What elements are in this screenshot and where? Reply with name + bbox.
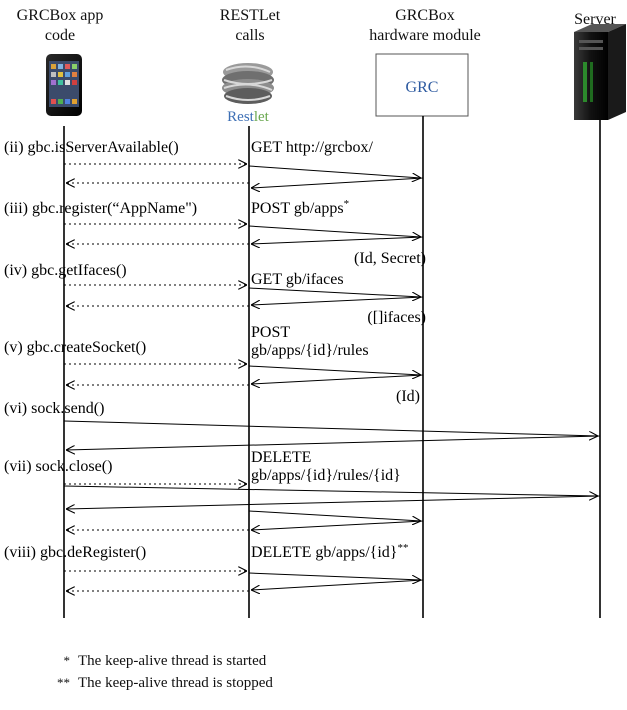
step-viii-http-request-arrow bbox=[248, 572, 421, 580]
step-vii-close-reply-arrow bbox=[66, 495, 601, 509]
footnote-2-text: The keep-alive thread is stopped bbox=[78, 675, 273, 691]
step-iii-label: (iii) gbc.register(“AppName") bbox=[4, 200, 197, 217]
step-iii-http-response-arrow bbox=[251, 236, 424, 244]
footnote-1-text: The keep-alive thread is started bbox=[78, 653, 267, 669]
footnote-2: ** The keep-alive thread is stopped bbox=[46, 672, 273, 694]
grc-box-label: GRC bbox=[406, 79, 439, 96]
restlet-logo-text: Restlet bbox=[227, 109, 269, 125]
step-iii-http-request-arrow bbox=[248, 225, 421, 237]
step-vii-http-request-arrow bbox=[248, 510, 421, 521]
restlet-logo-text-let: let bbox=[254, 109, 270, 125]
step-ii-call: GET http://grcbox/ bbox=[251, 139, 373, 156]
step-v-http-request-arrow bbox=[248, 365, 421, 375]
step-vii-http-response-arrow bbox=[251, 520, 424, 530]
step-v-call-line1: POST bbox=[251, 324, 290, 341]
step-vii-close-arrow bbox=[63, 485, 598, 496]
footnotes: * The keep-alive thread is started ** The … bbox=[46, 650, 273, 694]
step-v-call-line2: gb/apps/{id}/rules bbox=[251, 342, 369, 359]
step-vi-send-arrow bbox=[63, 420, 598, 436]
step-iii-footnote-mark: * bbox=[344, 198, 350, 210]
header-app-code: GRCBox app code bbox=[16, 7, 104, 44]
step-v-response: (Id) bbox=[396, 388, 420, 405]
smartphone-icon bbox=[46, 54, 82, 116]
step-iv-call: GET gb/ifaces bbox=[251, 271, 344, 288]
header-server: Server bbox=[574, 11, 616, 28]
footnote-1: * The keep-alive thread is started bbox=[46, 650, 273, 672]
step-ii-label: (ii) gbc.isServerAvailable() bbox=[4, 139, 179, 156]
step-viii-label: (viii) gbc.deRegister() bbox=[4, 544, 146, 561]
step-ii-http-response-arrow bbox=[251, 177, 424, 188]
step-iii-call-text: POST gb/apps bbox=[251, 200, 344, 217]
step-ii-http-request-arrow bbox=[248, 165, 421, 178]
server-icon bbox=[574, 24, 626, 120]
step-vi-label: (vi) sock.send() bbox=[4, 400, 104, 417]
step-iv-http-request-arrow bbox=[248, 287, 421, 297]
header-restlet-calls: RESTLet calls bbox=[219, 7, 281, 44]
restlet-logo-icon bbox=[222, 63, 274, 104]
step-iii-response: (Id, Secret) bbox=[354, 250, 426, 267]
grc-hardware-box bbox=[375, 53, 469, 117]
step-vii-call-line1: DELETE bbox=[251, 449, 311, 466]
step-vii-call-line2: gb/apps/{id}/rules/{id} bbox=[251, 467, 401, 484]
step-viii-footnote-mark: ** bbox=[397, 542, 408, 554]
step-iii-call: POST gb/apps* bbox=[251, 198, 349, 217]
step-viii-call-text: DELETE gb/apps/{id} bbox=[251, 544, 397, 561]
step-vii-label: (vii) sock.close() bbox=[4, 458, 112, 475]
step-iv-http-response-arrow bbox=[251, 296, 424, 305]
step-viii-http-response-arrow bbox=[251, 579, 424, 590]
step-v-label: (v) gbc.createSocket() bbox=[4, 339, 146, 356]
footnote-2-mark: ** bbox=[57, 675, 70, 690]
footnote-1-mark: * bbox=[63, 653, 71, 668]
step-iv-response: ([]ifaces) bbox=[367, 309, 426, 326]
step-vi-reply-arrow bbox=[66, 435, 601, 450]
restlet-logo-text-rest: Rest bbox=[227, 109, 255, 125]
step-viii-call: DELETE gb/apps/{id}** bbox=[251, 542, 408, 561]
step-iv-label: (iv) gbc.getIfaces() bbox=[4, 262, 127, 279]
header-hardware-module: GRCBox hardware module bbox=[369, 7, 481, 44]
step-v-http-response-arrow bbox=[251, 374, 424, 384]
